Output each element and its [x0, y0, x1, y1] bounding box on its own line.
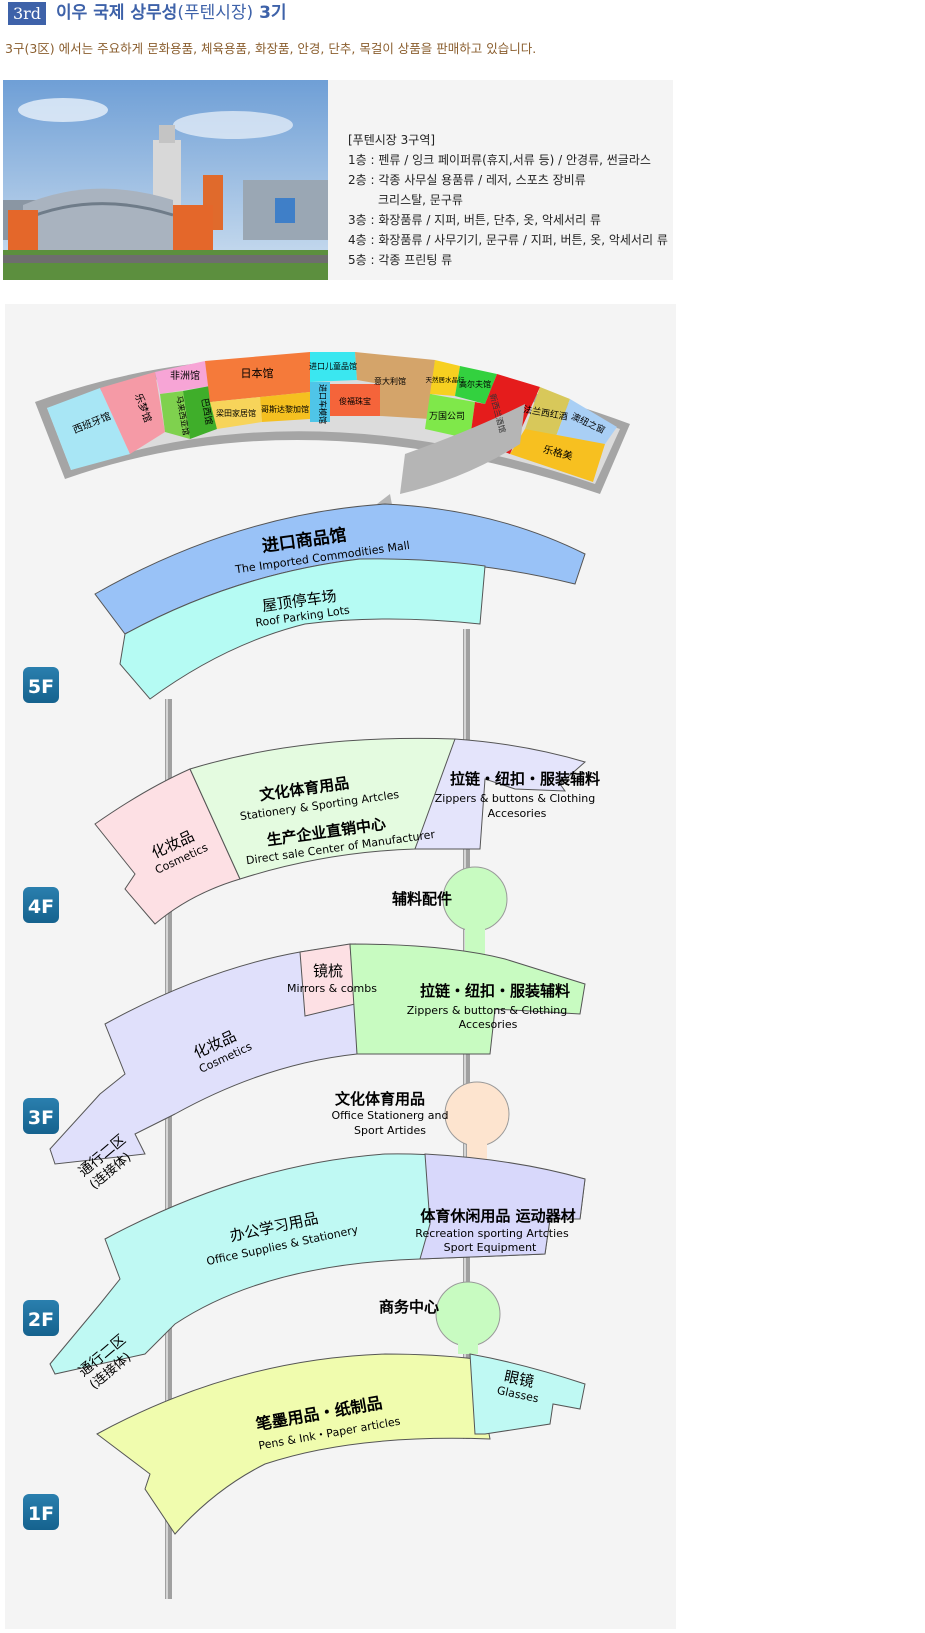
zone-yidali: 意大利馆: [374, 376, 406, 386]
zone-wanguo: 万国公司: [429, 411, 465, 422]
floor-2f: 办公学习用品 Office Supplies & Stationery 体育休闲…: [49, 1153, 586, 1393]
f3-zipper-en1: Zippers & buttons & Clothing: [407, 1004, 568, 1017]
section-badge: 3rd: [8, 2, 46, 25]
zone-jinkou-qiche: 进口车模馆: [318, 384, 328, 424]
floor-map-panel: 西班牙馆 乐梦馆 非洲馆 马来西亚馆 巴西馆 日本馆 梁田家居馆 哥斯达黎加馆 …: [5, 304, 676, 1629]
zone-feizhou: 非洲馆: [170, 369, 200, 382]
info-line-5f: 5층 : 각종 프린팅 류: [348, 253, 453, 267]
zone-gaoerfu: 高尔夫馆: [459, 379, 491, 389]
zone-junfu: 俊福珠宝: [339, 396, 371, 406]
info-heading: [푸텐시장 3구역]: [348, 133, 436, 147]
floor-badge-5f: 5F: [23, 667, 59, 703]
f2-sport-cn: 体育休闲用品 运动器材: [420, 1207, 575, 1225]
zone-riben: 日本馆: [241, 366, 274, 380]
floor-badge-1f: 1F: [23, 1494, 59, 1530]
f4-zipper-cn: 拉链・纽扣・服装辅料: [450, 770, 600, 788]
f3-mirror-cn: 镜梳: [313, 962, 343, 980]
floor-badge-2f: 2F: [23, 1300, 59, 1336]
info-text: [푸텐시장 3구역] 1층 : 펜류 / 잉크 페이퍼류(휴지,서류 등) / …: [348, 130, 668, 270]
info-line-2f: 2층 : 각종 사무실 용품류 / 레저, 스포츠 장비류: [348, 173, 586, 187]
f3-office-cn: 文化体育用品: [335, 1090, 425, 1108]
f3-mirror-en: Mirrors & combs: [287, 982, 377, 995]
title-tail: 3기: [253, 3, 287, 23]
f4-accessory-cn: 辅料配件: [392, 890, 452, 908]
floor-badges: 5F 4F 3F 2F 1F: [23, 667, 59, 1530]
f2-sport-en2: Sport Equipment: [444, 1241, 537, 1254]
floor-badge-4f: 4F: [23, 887, 59, 923]
f3-zipper-en2: Accesories: [459, 1018, 518, 1031]
info-line-1f: 1층 : 펜류 / 잉크 페이퍼류(휴지,서류 등) / 안경류, 썬글라스: [348, 153, 651, 167]
building-photo: [3, 80, 328, 280]
zone-liangtian: 梁田家居馆: [216, 408, 256, 418]
svg-text:2F: 2F: [28, 1309, 54, 1331]
info-line-3f: 3층 : 화장품류 / 지퍼, 버튼, 단추, 옷, 악세서리 류: [348, 213, 601, 227]
svg-text:4F: 4F: [28, 896, 54, 918]
svg-text:1F: 1F: [28, 1503, 54, 1525]
floor-map: 西班牙馆 乐梦馆 非洲馆 马来西亚馆 巴西馆 日本馆 梁田家居馆 哥斯达黎加馆 …: [23, 352, 630, 1599]
zone-gesida: 哥斯达黎加馆: [261, 404, 309, 414]
svg-text:5F: 5F: [28, 676, 54, 698]
f1-glasses-cn: 眼镜: [502, 1367, 535, 1391]
f3-office-en2: Sport Artides: [354, 1124, 426, 1137]
info-line-2f-cont: 크리스탈, 문구류: [378, 193, 463, 207]
floor-5f: 进口商品馆 The Imported Commodities Mall 屋顶停车…: [94, 503, 586, 700]
f4-zipper-en2: Accesories: [488, 807, 547, 820]
top-plan: 西班牙馆 乐梦馆 非洲馆 马来西亚馆 巴西馆 日本馆 梁田家居馆 哥斯达黎加馆 …: [35, 352, 630, 510]
floor-4f: 化妆品 Cosmetics 文化体育用品 Stationery & Sporti…: [94, 737, 600, 959]
svg-text:3F: 3F: [28, 1107, 54, 1129]
page-title: 이우 국제 상무성(푸텐시장) 3기: [56, 2, 287, 25]
page-description: 3구(3区) 에서는 주요하게 문화용품, 체육용품, 화장품, 안경, 단추,…: [5, 41, 537, 56]
floor-badge-3f: 3F: [23, 1098, 59, 1134]
f2-sport-en1: Recreation sporting Artcties: [415, 1227, 569, 1240]
title-main: 이우 국제 상무성: [56, 3, 178, 23]
floor-3f: 化妆品 Cosmetics 镜梳 Mirrors & combs 拉链・纽扣・服…: [49, 943, 586, 1193]
f3-office-en1: Office Stationerg and: [332, 1109, 449, 1122]
f2-business-cn: 商务中心: [379, 1298, 439, 1316]
zone-tianran: 天然居水晶行: [426, 375, 466, 384]
title-paren: (푸텐시장): [177, 3, 254, 23]
zone-jinkou-ertong: 进口儿童品馆: [309, 361, 357, 371]
f3-zipper-cn: 拉链・纽扣・服装辅料: [420, 982, 570, 1000]
f4-zipper-en1: Zippers & buttons & Clothing: [435, 792, 596, 805]
info-line-4f: 4층 : 화장품류 / 사무기기, 문구류 / 지퍼, 버튼, 옷, 악세서리 …: [348, 233, 668, 247]
